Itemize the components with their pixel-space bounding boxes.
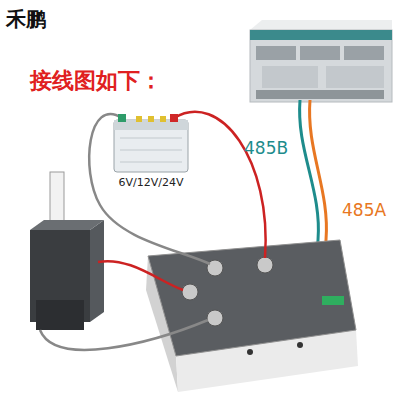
wire-negative (89, 114, 210, 264)
rs485-connector (322, 296, 344, 305)
battery-terminal (170, 114, 178, 122)
plc-panel (262, 66, 318, 88)
plc-terminal (256, 46, 296, 60)
battery-terminal (118, 114, 126, 122)
battery-cap (160, 116, 166, 122)
battery-rib (120, 150, 182, 151)
terminal (257, 257, 273, 273)
battery-voltage: 6V/12V/24V (103, 176, 199, 189)
watermark: 禾鹏 (6, 6, 46, 33)
plc-panel (326, 66, 384, 88)
motor (30, 172, 104, 330)
motor-wire (98, 261, 183, 290)
plc-terminal (344, 46, 384, 60)
battery-rib (120, 138, 182, 139)
motor-side (90, 220, 104, 322)
terminal (207, 310, 223, 326)
plc-strip (250, 30, 392, 40)
led (297, 342, 303, 348)
controller (146, 240, 358, 392)
plc-top (250, 20, 392, 30)
battery-cap (136, 116, 142, 122)
battery-cap (148, 116, 154, 122)
motor-top (30, 220, 104, 230)
battery-icon (106, 104, 196, 176)
signal-name: 485A (342, 200, 386, 220)
plc-body (250, 30, 392, 102)
plc-terminal (300, 46, 340, 60)
battery-body (114, 120, 188, 172)
battery-rib (120, 162, 182, 163)
motor-wire (40, 320, 208, 350)
signal-name: 485B (244, 138, 288, 158)
controller-top (148, 240, 356, 356)
battery: 6V/12V/24V (103, 104, 199, 189)
motor-flange (36, 300, 84, 330)
plc-terminal (256, 90, 384, 99)
heading: 接线图如下： (30, 66, 162, 96)
led (247, 349, 253, 355)
plc-unit (250, 20, 392, 102)
terminal (182, 284, 198, 300)
